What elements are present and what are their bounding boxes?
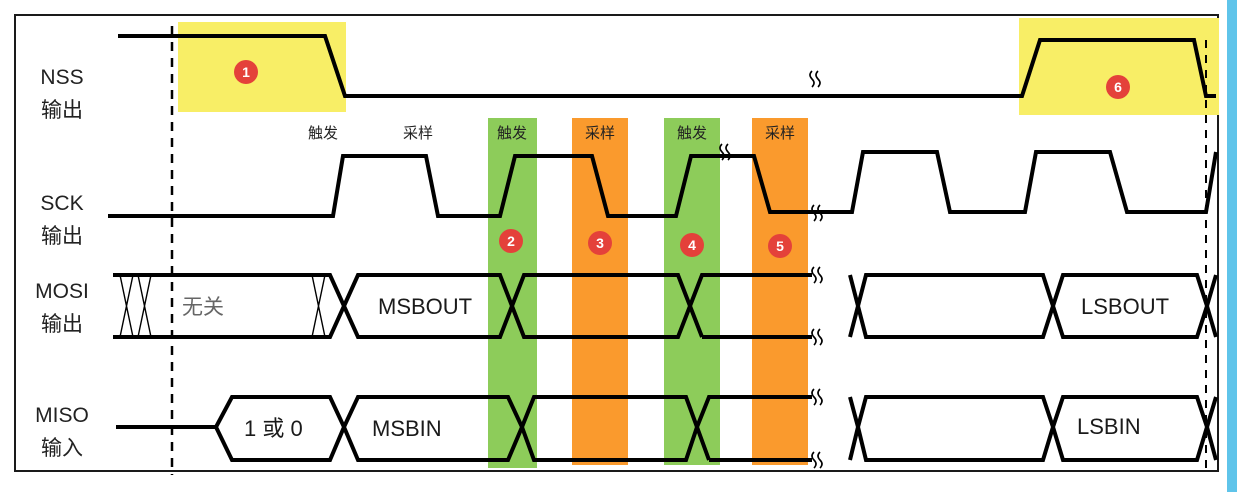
svg-text:1: 1 bbox=[242, 64, 250, 80]
miso-direction: 输入 bbox=[41, 436, 83, 460]
mosi-name: MOSI bbox=[35, 280, 89, 303]
mosi-first-bit-text: MSBOUT bbox=[378, 294, 472, 319]
svg-text:2: 2 bbox=[507, 233, 515, 249]
marker-3: 3 bbox=[588, 231, 612, 255]
nss-end-highlight bbox=[1019, 18, 1219, 115]
miso-idle-text: 1 或 0 bbox=[244, 416, 303, 441]
svg-text:4: 4 bbox=[688, 237, 696, 253]
phase-trigger-label-2: 触发 bbox=[497, 124, 527, 142]
trigger-band-2 bbox=[664, 118, 720, 465]
miso-bus bbox=[116, 395, 1218, 462]
miso-name: MISO bbox=[35, 404, 89, 427]
marker-1: 1 bbox=[234, 60, 258, 84]
scrollbar-edge[interactable] bbox=[1227, 0, 1237, 492]
phase-trigger-label-3: 触发 bbox=[677, 124, 707, 142]
marker-2: 2 bbox=[499, 229, 523, 253]
svg-text:6: 6 bbox=[1114, 79, 1122, 95]
miso-first-bit-text: MSBIN bbox=[372, 416, 442, 441]
sample-band-1 bbox=[572, 118, 628, 465]
nss-name: NSS bbox=[40, 66, 83, 89]
phase-trigger-label-1: 触发 bbox=[308, 124, 338, 142]
sample-band-2 bbox=[752, 118, 808, 465]
break-mark-mosi-bottom bbox=[811, 328, 823, 346]
break-marks bbox=[719, 70, 823, 469]
mosi-last-bit-text: LSBOUT bbox=[1081, 294, 1169, 319]
break-mark-mosi-top bbox=[811, 266, 823, 284]
break-mark-nss bbox=[809, 70, 821, 88]
phase-sample-label-1: 采样 bbox=[403, 124, 433, 142]
break-mark-miso-bottom bbox=[811, 451, 823, 469]
break-mark-miso-top bbox=[811, 388, 823, 406]
miso-last-bit-text: LSBIN bbox=[1077, 414, 1141, 439]
marker-4: 4 bbox=[680, 233, 704, 257]
sck-name: SCK bbox=[40, 192, 83, 215]
svg-text:5: 5 bbox=[776, 238, 784, 254]
marker-5: 5 bbox=[768, 234, 792, 258]
sck-direction: 输出 bbox=[41, 224, 83, 248]
phase-sample-label-3: 采样 bbox=[765, 124, 795, 142]
break-mark-sck bbox=[811, 204, 823, 222]
nss-direction: 输出 bbox=[41, 98, 83, 122]
marker-6: 6 bbox=[1106, 75, 1130, 99]
mosi-direction: 输出 bbox=[41, 312, 83, 336]
nss-waveform bbox=[118, 34, 1216, 98]
phase-sample-label-2: 采样 bbox=[585, 124, 615, 142]
mosi-idle-text: 无关 bbox=[182, 295, 224, 319]
break-mark-sck-top bbox=[719, 143, 731, 161]
mosi-bus bbox=[113, 273, 1218, 339]
sck-waveform bbox=[108, 150, 1218, 218]
svg-text:3: 3 bbox=[596, 235, 604, 251]
